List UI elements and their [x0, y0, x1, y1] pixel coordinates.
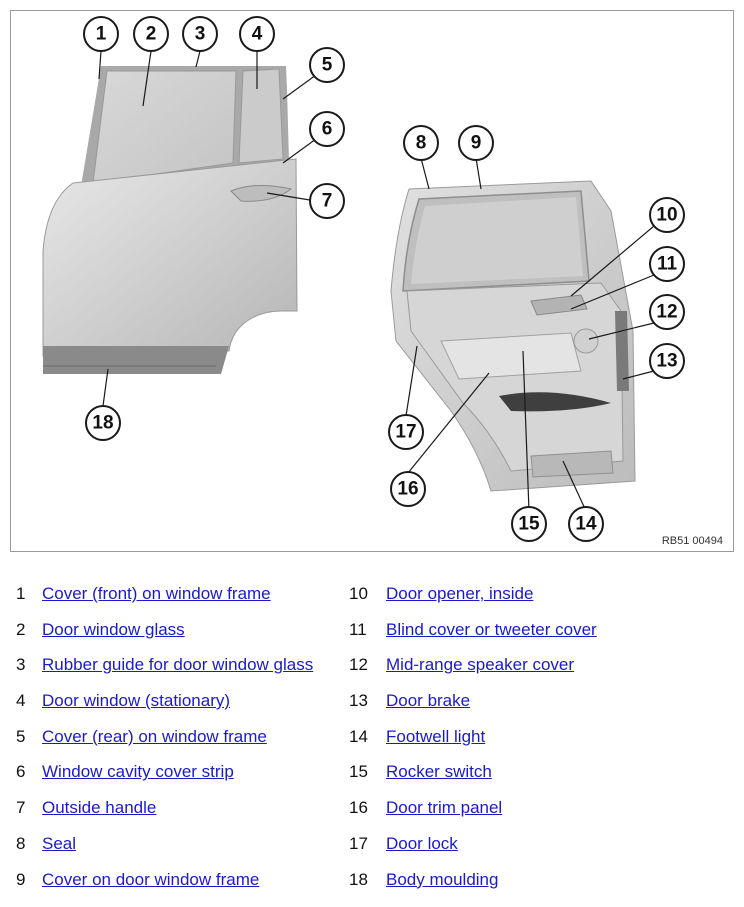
legend-number: 5	[16, 726, 26, 746]
legend-number: 6	[16, 762, 26, 782]
legend-number: 18	[349, 869, 368, 889]
svg-text:11: 11	[657, 254, 678, 275]
door-diagram: 1 2 3 4 5 6 7 8 9 10 11 12 13 14 15 16 1…	[10, 10, 734, 552]
legend-link-rubber-guide[interactable]: Rubber guide for door window glass	[42, 655, 314, 675]
callout-7: 7	[309, 183, 345, 219]
legend-link-door-trim-panel[interactable]: Door trim panel	[386, 798, 503, 818]
legend-number: 3	[16, 655, 26, 675]
svg-text:14: 14	[575, 514, 597, 535]
svg-text:18: 18	[92, 413, 113, 434]
legend-link-cover-rear[interactable]: Cover (rear) on window frame	[42, 726, 267, 746]
legend-number: 7	[16, 798, 26, 818]
legend-link-outside-handle[interactable]: Outside handle	[42, 798, 157, 818]
callout-2: 2	[133, 16, 169, 52]
inner-door	[390, 180, 636, 492]
callout-13: 13	[649, 343, 685, 379]
svg-text:2: 2	[146, 24, 157, 45]
legend-number: 8	[16, 833, 26, 853]
svg-text:5: 5	[322, 55, 333, 76]
outer-door	[42, 66, 298, 374]
legend-link-door-window-stationary[interactable]: Door window (stationary)	[42, 691, 231, 711]
callout-3: 3	[182, 16, 218, 52]
legend-number: 15	[349, 762, 368, 782]
legend-link-door-opener[interactable]: Door opener, inside	[386, 584, 534, 603]
legend-link-blind-cover[interactable]: Blind cover or tweeter cover	[386, 619, 597, 639]
callout-18: 18	[85, 405, 121, 441]
callout-14: 14	[568, 506, 604, 542]
legend-link-speaker-cover[interactable]: Mid-range speaker cover	[386, 655, 575, 675]
legend-link-cover-front[interactable]: Cover (front) on window frame	[42, 584, 271, 603]
legend-number: 10	[349, 584, 368, 603]
legend-number: 14	[349, 726, 368, 746]
svg-text:9: 9	[471, 133, 482, 154]
legend-number: 11	[349, 619, 367, 639]
svg-text:13: 13	[656, 351, 677, 372]
callout-11: 11	[649, 246, 685, 282]
callout-5: 5	[309, 47, 345, 83]
callout-4: 4	[239, 16, 275, 52]
svg-text:17: 17	[395, 422, 416, 443]
leader-lines	[98, 50, 655, 512]
legend-link-window-cavity-strip[interactable]: Window cavity cover strip	[42, 762, 234, 782]
svg-text:4: 4	[252, 24, 263, 45]
legend-number: 9	[16, 869, 26, 889]
callout-6: 6	[309, 111, 345, 147]
svg-text:8: 8	[416, 133, 427, 154]
svg-text:1: 1	[96, 24, 107, 45]
callout-10: 10	[649, 197, 685, 233]
svg-text:12: 12	[656, 302, 677, 323]
legend-link-rocker-switch[interactable]: Rocker switch	[386, 762, 492, 782]
legend-link-seal[interactable]: Seal	[42, 833, 77, 853]
legend-number: 4	[16, 691, 26, 711]
legend-number: 12	[349, 655, 368, 675]
door-illustration: 1 2 3 4 5 6 7 8 9 10 11 12 13 14 15 16 1…	[42, 16, 685, 542]
legend-number: 1	[16, 584, 26, 603]
svg-text:16: 16	[397, 479, 418, 500]
legend-number: 2	[16, 619, 26, 639]
legend-link-body-moulding[interactable]: Body moulding	[386, 869, 499, 889]
callout-9: 9	[458, 125, 494, 161]
callout-17: 17	[388, 414, 424, 450]
callout-12: 12	[649, 294, 685, 330]
legend-number: 17	[349, 833, 368, 853]
svg-text:3: 3	[195, 24, 206, 45]
svg-text:7: 7	[322, 191, 333, 212]
callout-15: 15	[511, 506, 547, 542]
callout-16: 16	[390, 471, 426, 507]
svg-text:6: 6	[322, 119, 333, 140]
legend-number: 13	[349, 691, 368, 711]
legend-link-door-window-glass[interactable]: Door window glass	[42, 619, 185, 639]
svg-text:15: 15	[518, 514, 540, 535]
figure-code: RB51 00494	[661, 535, 723, 547]
legend-link-cover-door-window-frame[interactable]: Cover on door window frame	[42, 869, 260, 889]
legend-link-door-lock[interactable]: Door lock	[386, 833, 458, 853]
svg-text:10: 10	[656, 205, 677, 226]
legend-number: 16	[349, 798, 368, 818]
callout-1: 1	[83, 16, 119, 52]
legend-link-footwell-light[interactable]: Footwell light	[386, 726, 486, 746]
legend-link-door-brake[interactable]: Door brake	[386, 691, 471, 711]
callout-8: 8	[403, 125, 439, 161]
